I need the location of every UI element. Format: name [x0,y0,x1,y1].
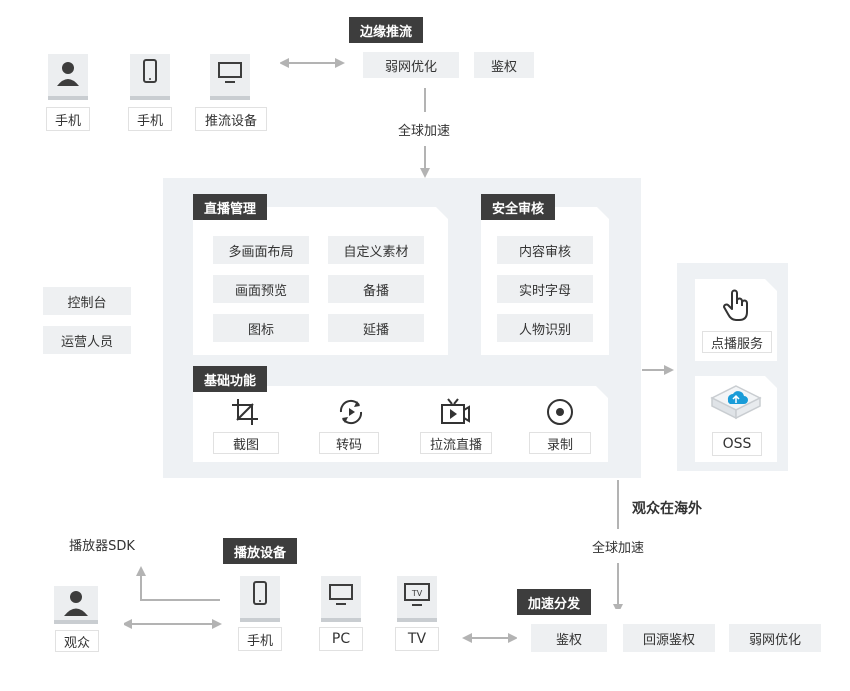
push-device-phone-1 [48,54,88,100]
phone-icon [253,581,267,605]
live-mgmt-item-custom-material: 自定义素材 [328,236,424,264]
global-accel-top [348,112,500,146]
edge-push-item-weak-net: 弱网优化 [363,52,459,78]
user-icon [64,591,88,616]
basic-item-pull-live: 拉流直播 [420,432,492,454]
push-device-label-1: 手机 [46,107,90,131]
security-item-face-recognition: 人物识别 [497,314,593,342]
live-mgmt-item-logo: 图标 [213,314,309,342]
play-device-label-pc: PC [319,627,363,651]
pull-live-icon [441,398,470,424]
push-device-label-2: 手机 [128,107,172,131]
basic-title: 基础功能 [193,366,267,392]
oss-label: OSS [712,432,762,456]
vod-label: 点播服务 [702,331,772,353]
accel-dist-item-weak-net: 弱网优化 [729,624,821,652]
basic-item-screenshot: 截图 [213,432,279,454]
oss-cloud-icon [710,385,762,420]
phone-icon [143,59,157,83]
security-item-live-caption: 实时字母 [497,275,593,303]
live-mgmt-title: 直播管理 [193,194,267,220]
transcode-icon [339,399,363,425]
live-mgmt-item-preview: 画面预览 [213,275,309,303]
play-device-label-phone: 手机 [238,627,282,651]
play-device-tv: TV [397,576,437,622]
accel-dist-item-auth: 鉴权 [531,624,607,652]
player-sdk-card [29,524,175,564]
global-accel-top-label: 全球加速 [397,123,450,139]
live-mgmt-item-backup: 备播 [328,275,424,303]
record-icon [547,399,573,425]
basic-item-record: 录制 [529,432,591,454]
accel-dist-item-origin-auth: 回源鉴权 [623,624,715,652]
push-device-phone-2 [130,54,170,100]
hand-pointer-icon [723,289,748,321]
arrow-play-sdk [136,566,220,601]
security-item-content-review: 内容审核 [497,236,593,264]
monitor-icon [329,584,353,605]
monitor-icon [218,62,242,83]
play-device-pc [321,576,361,622]
play-devices-title: 播放设备 [223,538,297,564]
edge-push-item-auth: 鉴权 [474,52,534,78]
global-accel-bottom [542,529,694,563]
global-accel-bottom-label: 全球加速 [591,540,644,556]
viewer-label: 观众 [55,630,99,652]
push-device-label-3: 推流设备 [195,107,267,131]
crop-icon [232,399,258,425]
user-icon [57,62,79,86]
basic-item-transcode: 转码 [319,432,379,454]
security-title: 安全审核 [481,194,555,220]
play-device-label-tv: TV [395,627,439,651]
tv-icon: TV [404,583,430,606]
viewer-avatar [54,586,98,624]
svg-text:TV: TV [411,589,423,598]
play-device-phone [240,576,280,622]
edge-push-title: 边缘推流 [349,17,423,43]
accel-dist-title: 加速分发 [517,589,591,615]
live-mgmt-item-delay: 延播 [328,314,424,342]
live-mgmt-item-multi-layout: 多画面布局 [213,236,309,264]
overseas-label: 观众在海外 [632,501,702,517]
console-item-dashboard: 控制台 [43,287,131,315]
console-item-operators: 运营人员 [43,326,131,354]
player-sdk-label: 播放器SDK [69,538,135,554]
push-device-streamer [210,54,250,100]
